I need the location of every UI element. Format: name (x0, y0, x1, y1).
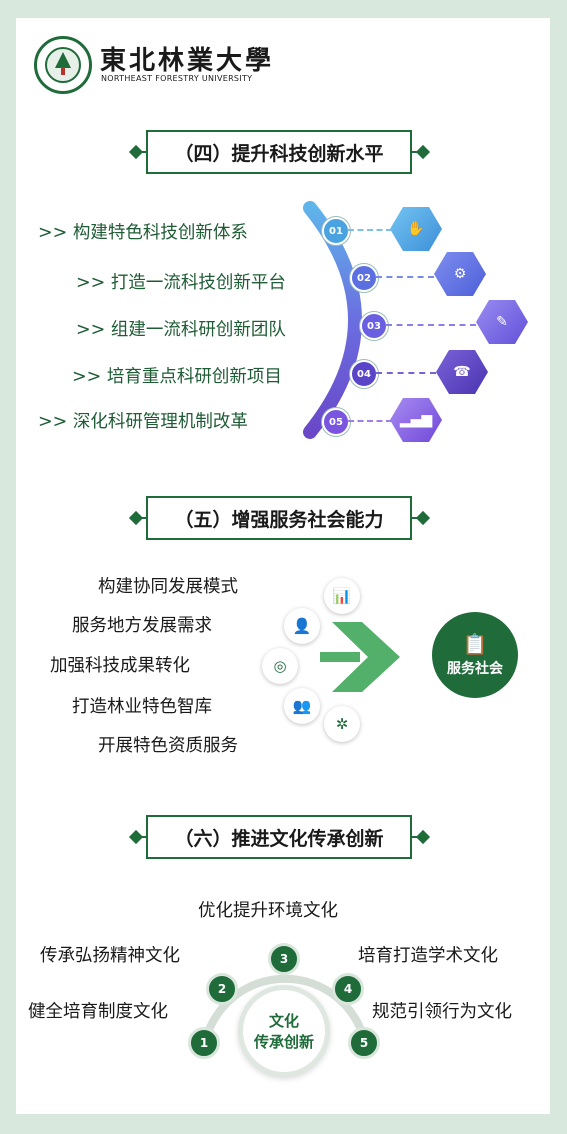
s6-num-4: 4 (332, 973, 364, 1005)
s4-item-5-num: 05 (322, 408, 350, 436)
content-card (16, 18, 550, 1114)
s4-item-5-text: >> 深化科研管理机制改革 (38, 412, 248, 432)
s6-num-2: 2 (206, 973, 238, 1005)
center-line1: 文化 (268, 1012, 299, 1030)
s6-item-2-text: 传承弘扬精神文化 (40, 946, 180, 966)
culture-center: 文化 传承创新 (238, 985, 330, 1077)
s5-item-5-text: 开展特色资质服务 (98, 736, 238, 756)
university-name-en: NORTHEAST FORESTRY UNIVERSITY (101, 74, 253, 83)
s5-item-2-text: 服务地方发展需求 (72, 616, 212, 636)
section5-title: （五）增强服务社会能力 (146, 496, 412, 540)
s4-item-4-dash (376, 372, 436, 374)
culture-arc (200, 974, 370, 1049)
s4-item-1-dash (348, 229, 392, 231)
target-icon: ◎ (262, 648, 298, 684)
logo-trunk (61, 67, 65, 75)
cog-icon: ✲ (324, 706, 360, 742)
university-name-cn: 東北林業大學 (100, 46, 275, 76)
s4-item-2-num: 02 (350, 264, 378, 292)
s6-item-1-text: 健全培育制度文化 (28, 1002, 168, 1022)
logo-tree-icon (55, 52, 71, 68)
s4-item-1-text: >> 构建特色科技创新体系 (38, 223, 248, 243)
section6-title: （六）推进文化传承创新 (146, 815, 412, 859)
s4-item-5-dash (348, 420, 392, 422)
people-icon: 👥 (284, 688, 320, 724)
s6-item-4-text: 培育打造学术文化 (358, 946, 498, 966)
s4-item-4-num: 04 (350, 360, 378, 388)
presenter-icon: 👤 (284, 608, 320, 644)
s4-item-3-num: 03 (360, 312, 388, 340)
center-line2: 传承创新 (253, 1033, 314, 1051)
s6-num-5: 5 (348, 1027, 380, 1059)
s4-item-3-dash (386, 324, 476, 326)
s6-num-3: 3 (268, 943, 300, 975)
section4-title: （四）提升科技创新水平 (146, 130, 412, 174)
s4-item-1-num: 01 (322, 217, 350, 245)
arrow-graphic (320, 622, 400, 692)
presentation-icon: 📋 (462, 632, 488, 656)
s5-item-4-text: 打造林业特色智库 (72, 697, 212, 717)
s6-num-1: 1 (188, 1027, 220, 1059)
s4-item-4-text: >> 培育重点科研创新项目 (72, 367, 282, 387)
bar-chart-icon: 📊 (324, 578, 360, 614)
service-hub: 📋 服务社会 (432, 612, 518, 698)
s4-item-3-text: >> 组建一流科研创新团队 (76, 320, 286, 340)
hub-label: 服务社会 (447, 661, 503, 677)
s6-item-3-text: 优化提升环境文化 (198, 901, 338, 921)
s4-item-2-text: >> 打造一流科技创新平台 (76, 273, 286, 293)
s6-item-5-text: 规范引领行为文化 (372, 1002, 512, 1022)
s5-item-3-text: 加强科技成果转化 (50, 656, 190, 676)
s4-item-2-dash (376, 276, 434, 278)
s5-item-1-text: 构建协同发展模式 (98, 577, 238, 597)
